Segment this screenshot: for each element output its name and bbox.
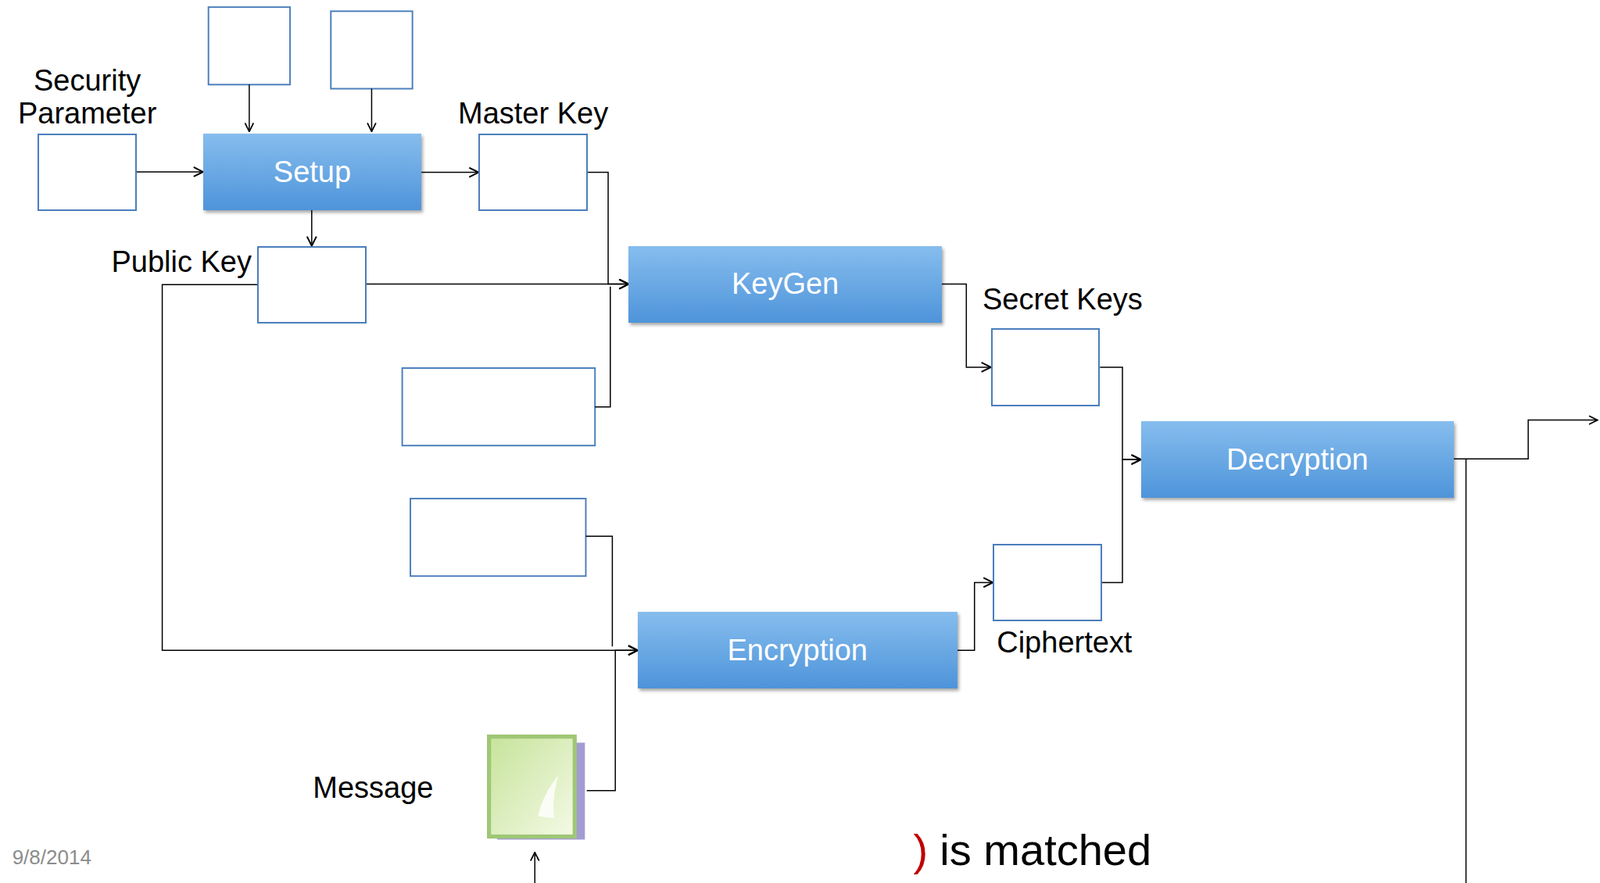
empty-box — [208, 7, 290, 85]
process-label: Decryption — [1226, 443, 1369, 477]
caption-note: is matched — [939, 828, 1152, 873]
input-arrow — [248, 84, 251, 132]
ciphertext-box: Ciphertext — [992, 544, 1103, 622]
paper-sheet — [488, 737, 575, 838]
node-label: Message — [310, 771, 436, 806]
key-box: Master Key — [478, 133, 588, 212]
key-box: Secret Keys — [991, 328, 1101, 406]
flow-arrow — [957, 582, 994, 651]
parameter-box: Security Parameter — [37, 133, 137, 212]
node-label: Master Key — [455, 96, 611, 131]
flow-arrow — [366, 283, 630, 286]
bracket-mark: ) — [912, 828, 928, 873]
empty-box — [402, 368, 596, 446]
flow-arrow — [162, 284, 638, 651]
process-label: KeyGen — [731, 267, 839, 301]
empty-box — [410, 498, 586, 577]
flow-arrow — [1102, 459, 1142, 583]
process-label: Setup — [273, 155, 351, 190]
flow-arrow — [587, 172, 629, 285]
flow-arrow — [311, 210, 313, 247]
node-label: Public Key — [108, 245, 255, 280]
wire — [594, 286, 611, 408]
input-arrow — [533, 852, 536, 883]
flow-arrow — [587, 650, 638, 792]
flow-arrow — [136, 171, 204, 173]
node-label: Secret Keys — [980, 282, 1146, 317]
node-label: Security Parameter — [3, 64, 172, 131]
date-stamp: 9/8/2014 — [12, 847, 92, 868]
process-box: Decryption — [1141, 421, 1455, 498]
empty-box — [330, 10, 412, 89]
message-icon: Message — [486, 734, 588, 842]
process-box: KeyGen — [628, 246, 942, 323]
process-box: Encryption — [637, 612, 958, 689]
key-box: Public Key — [257, 246, 367, 324]
document-icon — [486, 734, 588, 842]
flow-arrow — [421, 171, 479, 174]
paper-curl — [537, 775, 559, 819]
flow-arrow — [1099, 367, 1141, 460]
process-label: Encryption — [726, 633, 868, 668]
wire — [1465, 458, 1468, 883]
node-label: Ciphertext — [994, 626, 1135, 660]
input-arrow — [371, 89, 373, 133]
wire — [585, 536, 613, 647]
output-arrow — [1453, 420, 1598, 460]
process-box: Setup — [203, 133, 422, 211]
